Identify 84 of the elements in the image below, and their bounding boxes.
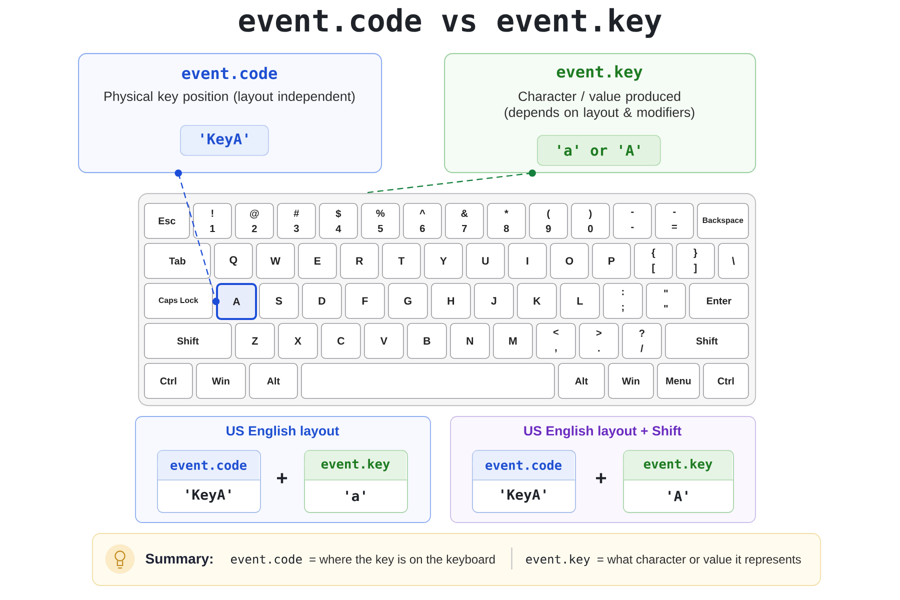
leader-line — [174, 169, 220, 306]
key: A — [216, 283, 257, 320]
key: } ] — [676, 243, 715, 279]
key: @ 2 — [235, 203, 274, 239]
key: ^ 6 — [403, 203, 442, 239]
key: D — [302, 283, 342, 319]
key: Alt — [249, 363, 298, 399]
key: P — [592, 243, 631, 279]
key: - - — [613, 203, 652, 239]
key: ( 9 — [529, 203, 568, 239]
key: N — [450, 323, 490, 359]
key: Esc — [144, 203, 190, 239]
value-pill: 'a' or 'A' — [537, 135, 661, 166]
card-value: 'KeyA' — [186, 489, 230, 503]
key: ! 1 — [193, 203, 232, 239]
definition-text: = where the key is on the keyboard — [310, 554, 495, 566]
key: Alt — [558, 363, 605, 399]
key: C — [321, 323, 361, 359]
panel-heading: US English layout — [226, 426, 340, 438]
key: * 8 — [487, 203, 526, 239]
code-term: event.code — [230, 554, 302, 564]
key: G — [388, 283, 428, 319]
key: I — [508, 243, 547, 279]
card-text: Character / value produced (depends on layout & modifiers) — [504, 91, 694, 120]
key: # 3 — [277, 203, 316, 239]
key: Enter — [689, 283, 749, 319]
key: Q — [214, 243, 253, 279]
key: Ctrl — [144, 363, 193, 399]
key: Shift — [144, 323, 232, 359]
key: R — [340, 243, 379, 279]
key: Win — [608, 363, 654, 399]
card-header: event.key — [622, 450, 734, 480]
card-heading: event.key — [556, 65, 642, 81]
key: > . — [579, 323, 619, 359]
card-value: 'KeyA' — [502, 489, 546, 503]
space-bar — [301, 363, 555, 399]
key: Tab — [144, 243, 211, 279]
key: M — [493, 323, 533, 359]
card-header: event.code — [156, 450, 260, 480]
definition-text: = what character or value it represents — [598, 554, 801, 566]
key: X — [278, 323, 318, 359]
key: J — [474, 283, 514, 319]
panel-heading: US English layout + Shift — [524, 426, 682, 438]
key: T — [382, 243, 421, 279]
key: % 5 — [361, 203, 400, 239]
key: Shift — [665, 323, 749, 359]
key: & 7 — [445, 203, 484, 239]
key: " " — [646, 283, 686, 319]
card-text: Physical key position (layout independent) — [104, 91, 355, 104]
key: ) 0 — [571, 203, 610, 239]
key: Menu — [657, 363, 700, 399]
key: S — [259, 283, 299, 319]
key: Ctrl — [703, 363, 749, 399]
key: ? / — [622, 323, 662, 359]
key: F — [345, 283, 385, 319]
key: K — [517, 283, 557, 319]
key: Z — [235, 323, 275, 359]
card-heading: event.code — [182, 66, 277, 80]
key: - = — [655, 203, 694, 239]
key: V — [364, 323, 404, 359]
title: event.code vs event.key — [239, 8, 662, 38]
key: W — [256, 243, 295, 279]
value-pill: 'KeyA' — [180, 125, 269, 156]
key: { [ — [634, 243, 673, 279]
key: < , — [536, 323, 576, 359]
key: L — [560, 283, 600, 319]
card-header: event.code — [472, 450, 576, 480]
plus-sign: + — [277, 473, 288, 484]
key: H — [431, 283, 471, 319]
code-term: event.key — [526, 554, 590, 566]
key: B — [407, 323, 447, 359]
summary-label: Summary: — [146, 554, 212, 566]
key: Y — [424, 243, 463, 279]
key: $ 4 — [319, 203, 358, 239]
key: Win — [196, 363, 246, 399]
key: : ; — [603, 283, 643, 319]
key: U — [466, 243, 505, 279]
card-value: 'A' — [668, 490, 688, 502]
plus-sign: + — [596, 473, 606, 484]
key: O — [550, 243, 589, 279]
card-header: event.key — [304, 450, 408, 480]
card-value: 'a' — [346, 490, 365, 502]
key: E — [298, 243, 337, 279]
key: \ — [718, 243, 749, 279]
